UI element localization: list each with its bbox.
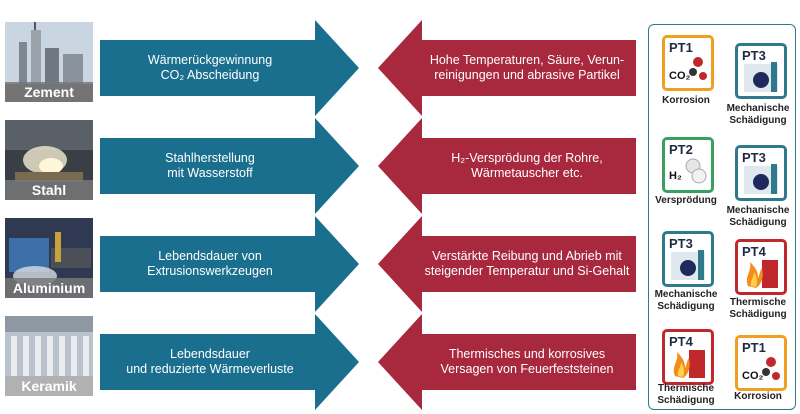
- badge-code: PT3: [742, 48, 766, 63]
- red-text-line-2: reinigungen und abrasive Partikel: [434, 68, 620, 82]
- blue-arrow-text: Stahlherstellung mit Wasserstoff: [110, 150, 310, 182]
- badge-code: PT4: [669, 334, 693, 349]
- badge-sub: CO₂: [742, 370, 764, 382]
- badge-code: PT1: [669, 40, 693, 55]
- wear-ball-icon: [744, 62, 778, 92]
- badge-caption: Korrosion: [734, 391, 782, 402]
- blue-arrow-text: Lebendsdauer von Extrusionswerkzeugen: [110, 248, 310, 280]
- industry-label: Keramik: [5, 376, 93, 396]
- red-text-line-2: Versagen von Feuerfeststeinen: [440, 362, 614, 376]
- badge-caption: Mechanische Schädigung: [726, 205, 790, 228]
- badge-caption: Versprödung: [655, 195, 717, 206]
- red-arrow: [376, 216, 640, 316]
- red-arrow-text: Verstärkte Reibung und Abrieb mit steige…: [418, 248, 636, 280]
- blue-text-line-1: Wärmerückgewinnung: [147, 53, 273, 67]
- h2-molecule-icon: [685, 158, 707, 184]
- row-aluminium: Aluminium Lebendsdauer von Extrusionswer…: [0, 216, 640, 316]
- row-zement: Zement Wärmerückgewinnung CO₂ Abscheidun…: [0, 20, 640, 120]
- red-text-line-2: steigender Temperatur und Si-Gehalt: [424, 264, 630, 278]
- blue-arrow: [97, 20, 363, 120]
- red-text-line-1: Hohe Temperaturen, Säure, Verun-: [429, 53, 625, 67]
- badge-code: PT2: [669, 142, 693, 157]
- industry-label: Stahl: [5, 180, 93, 200]
- blue-text-line-2: CO₂ Abscheidung: [160, 68, 260, 82]
- flame-icon: [746, 260, 778, 288]
- pt3-mechanical-badge: PT3: [735, 145, 787, 201]
- keramik-photo: Keramik: [5, 316, 93, 396]
- badge-code: PT4: [742, 244, 766, 259]
- row-keramik: Keramik Lebendsdauer und reduzierte Wärm…: [0, 314, 640, 414]
- pt3-mechanical-badge: PT3: [662, 231, 714, 287]
- badge-code: PT3: [742, 150, 766, 165]
- co2-molecule-icon: [762, 357, 780, 380]
- badge-sub: CO₂: [669, 70, 691, 82]
- blue-text-line-2: Extrusionswerkzeugen: [147, 264, 273, 278]
- badge-sub: H₂: [669, 170, 682, 182]
- red-text-line-1: H₂-Versprödung der Rohre,: [451, 151, 603, 165]
- pt4-thermal-badge: PT4: [662, 329, 714, 385]
- pt2-embrittlement-badge: PT2 H₂: [662, 137, 714, 193]
- industry-label: Zement: [5, 82, 93, 102]
- industry-label: Aluminium: [5, 278, 93, 298]
- badge-caption: Thermische Schädigung: [729, 297, 787, 320]
- pt4-thermal-badge: PT4: [735, 239, 787, 295]
- red-text-line-1: Thermisches und korrosives: [448, 347, 606, 361]
- blue-arrow: [97, 118, 363, 218]
- badge-code: PT3: [669, 236, 693, 251]
- red-arrow: [376, 118, 640, 218]
- badge-caption: Mechanische Schädigung: [726, 103, 790, 126]
- red-arrow-text: Thermisches und korrosives Versagen von …: [418, 346, 636, 378]
- blue-arrow: [97, 216, 363, 316]
- blue-text-line-1: Stahlherstellung: [165, 151, 255, 165]
- red-arrow: [376, 314, 640, 414]
- pt3-mechanical-badge: PT3: [735, 43, 787, 99]
- blue-arrow: [97, 314, 363, 414]
- wear-ball-icon: [744, 164, 778, 194]
- pt1-corrosion-badge: PT1 CO₂: [662, 35, 714, 91]
- red-arrow-text: H₂-Versprödung der Rohre, Wärmetauscher …: [418, 150, 636, 182]
- blue-text-line-2: und reduzierte Wärmeverluste: [126, 362, 294, 376]
- badge-caption: Mechanische Schädigung: [654, 289, 718, 312]
- red-text-line-2: Wärmetauscher etc.: [471, 166, 583, 180]
- badge-caption: Korrosion: [662, 95, 710, 106]
- red-text-line-1: Verstärkte Reibung und Abrieb mit: [432, 249, 622, 263]
- damage-type-panel: PT1 CO₂ Korrosion PT3 Mechanische Schädi…: [648, 24, 796, 410]
- red-arrow: [376, 20, 640, 120]
- blue-arrow-text: Wärmerückgewinnung CO₂ Abscheidung: [110, 52, 310, 84]
- stahl-photo: Stahl: [5, 120, 93, 200]
- zement-photo: Zement: [5, 22, 93, 102]
- blue-text-line-2: mit Wasserstoff: [167, 166, 253, 180]
- co2-molecule-icon: [689, 57, 707, 80]
- flame-icon: [673, 350, 705, 378]
- wear-ball-icon: [671, 250, 705, 280]
- aluminium-photo: Aluminium: [5, 218, 93, 298]
- red-arrow-text: Hohe Temperaturen, Säure, Verun- reinigu…: [418, 52, 636, 84]
- row-stahl: Stahl Stahlherstellung mit Wasserstoff H…: [0, 118, 640, 218]
- blue-arrow-text: Lebendsdauer und reduzierte Wärmeverlust…: [110, 346, 310, 378]
- pt1-corrosion-badge: PT1 CO₂: [735, 335, 787, 391]
- badge-code: PT1: [742, 340, 766, 355]
- badge-caption: Thermische Schädigung: [657, 383, 715, 406]
- blue-text-line-1: Lebendsdauer von: [158, 249, 262, 263]
- blue-text-line-1: Lebendsdauer: [170, 347, 250, 361]
